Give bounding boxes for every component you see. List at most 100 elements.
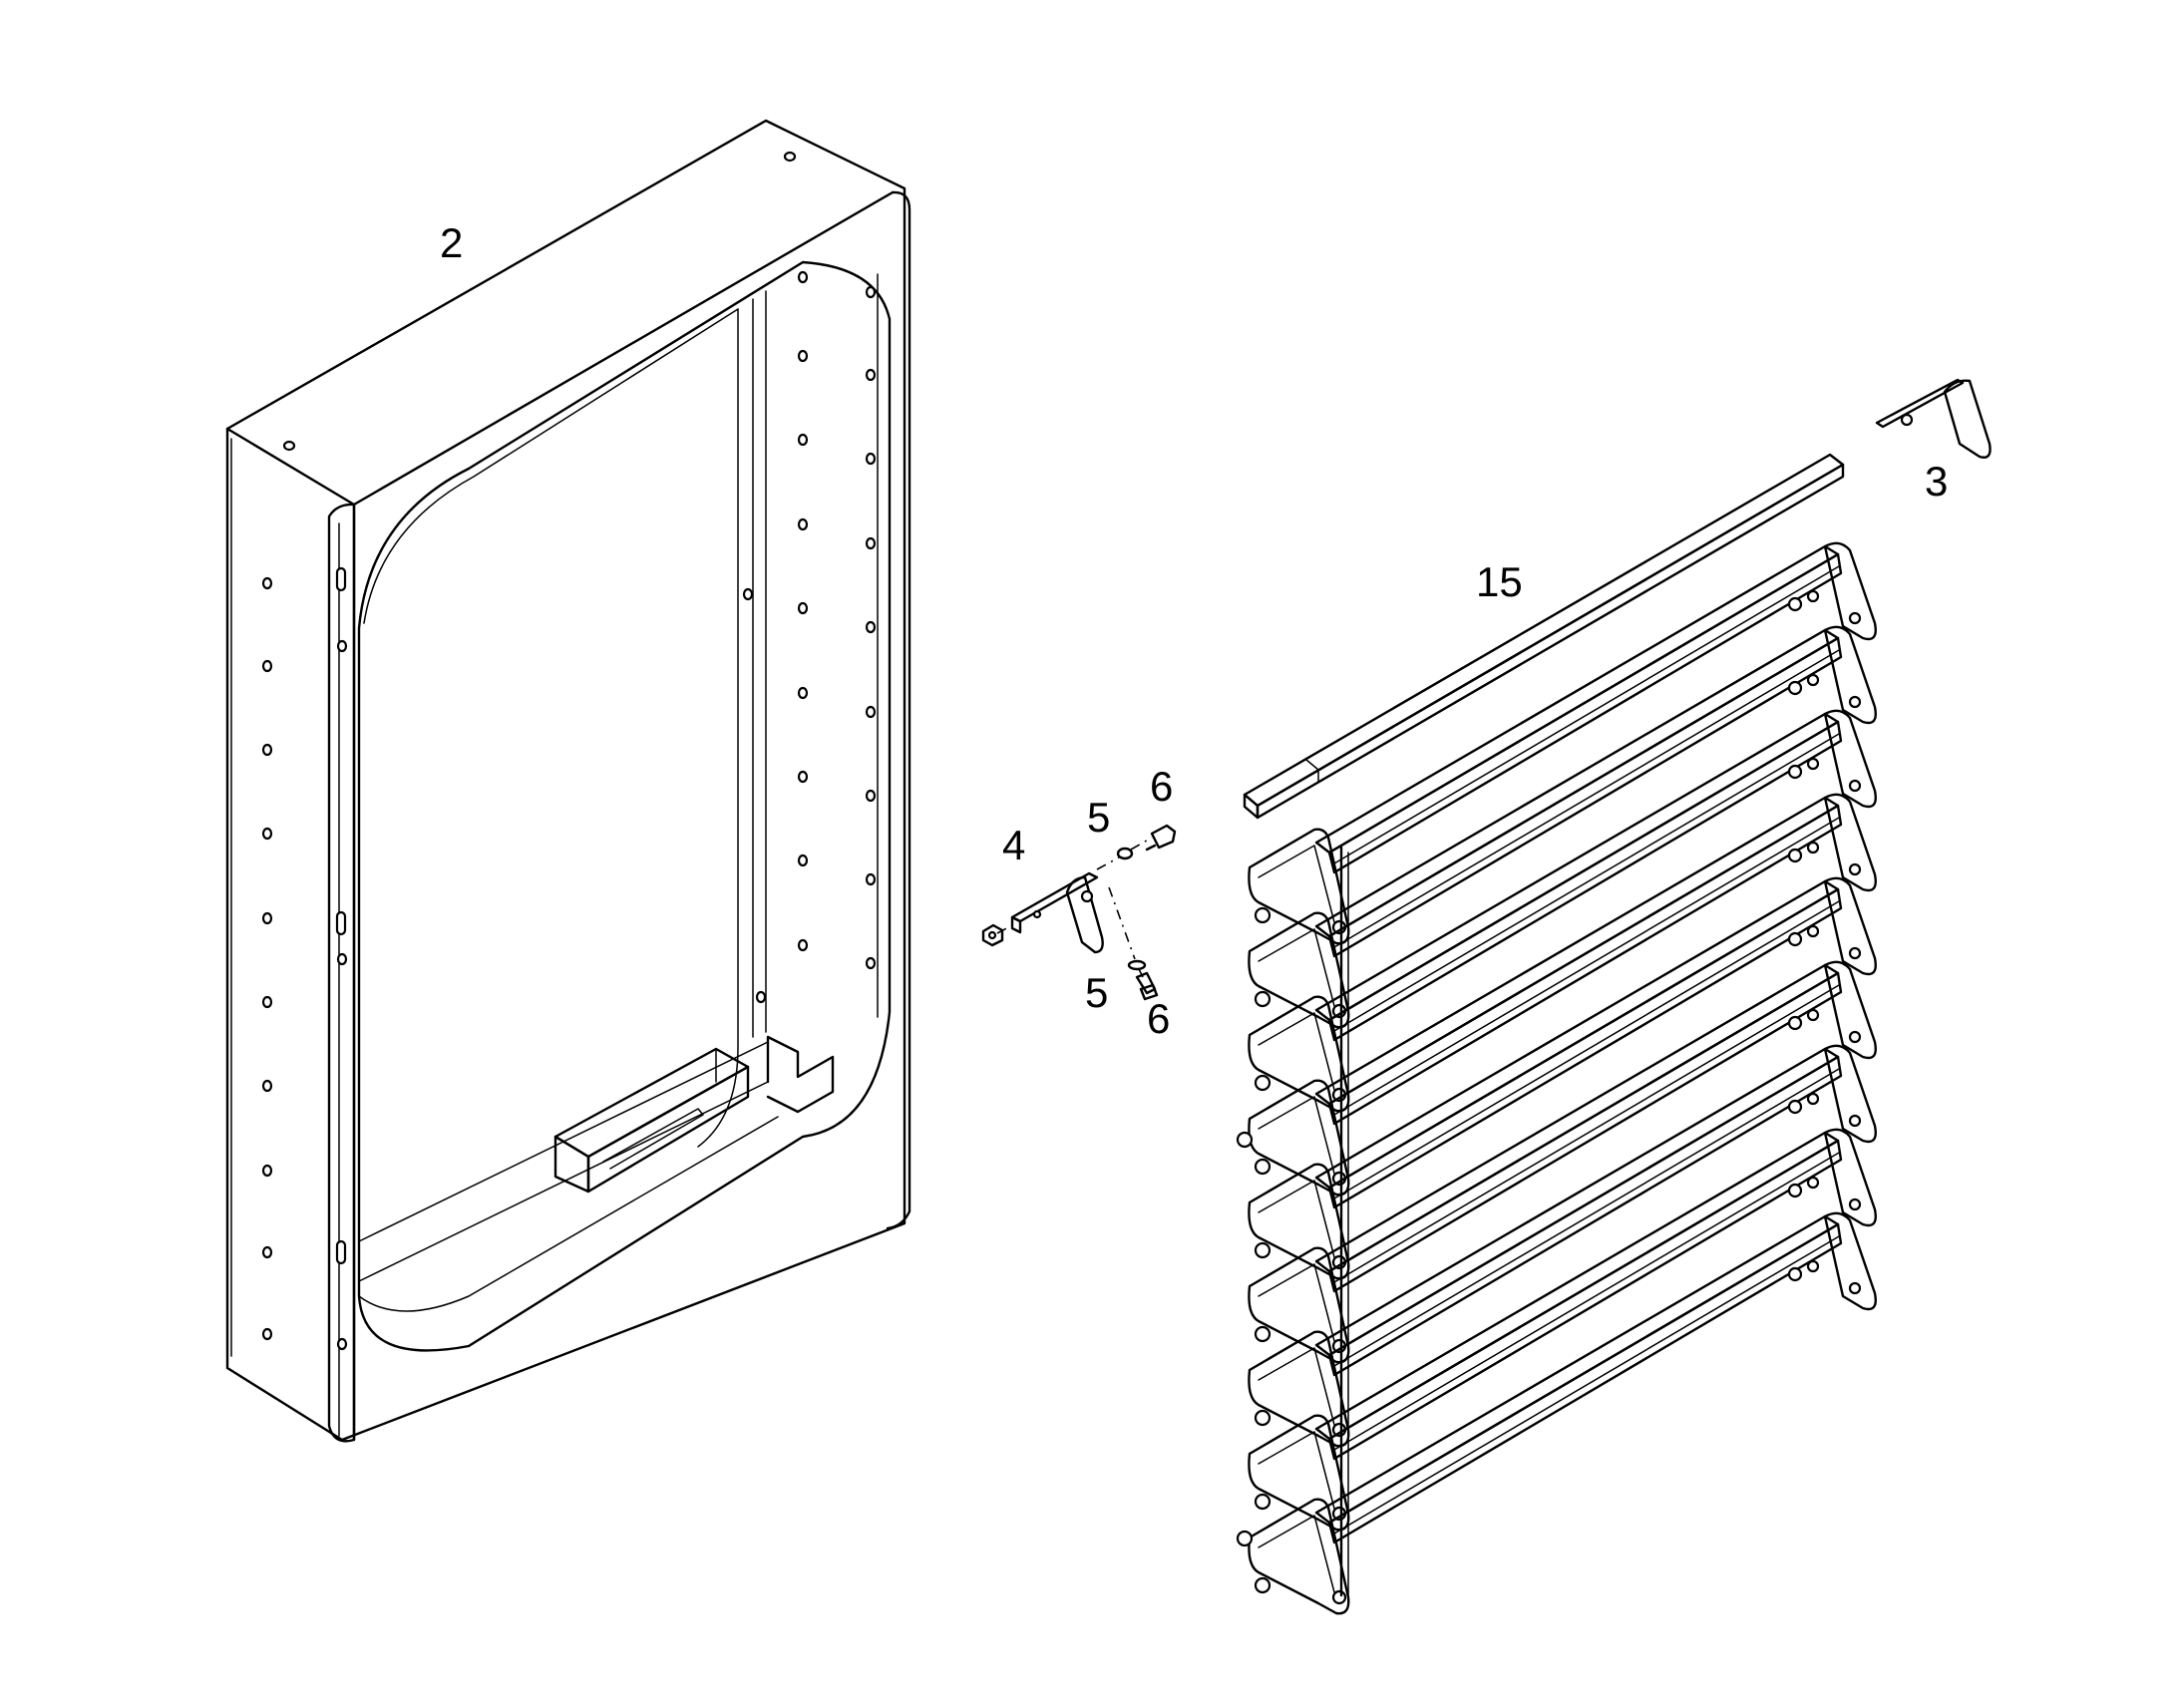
blade-top-face: [1314, 1047, 1840, 1357]
blade-edge: [1333, 565, 1840, 864]
linkage-stud: [1787, 1183, 1803, 1198]
blade-cap-inner: [1258, 1515, 1335, 1593]
callout-5-lower: 5: [1085, 969, 1108, 1016]
blade-front-face: [1327, 552, 1843, 874]
right-pin: [1848, 1281, 1862, 1295]
screw-upper: [1130, 824, 1177, 852]
blade-right-cap: [1823, 1128, 1877, 1227]
side-holes: [261, 151, 797, 1351]
link-pin: [1331, 1589, 1347, 1605]
linkage-stud: [1806, 841, 1820, 854]
callout-6-upper: 6: [1150, 763, 1173, 810]
pivot-pin: [1254, 990, 1272, 1008]
linkage-stud: [1806, 924, 1820, 938]
blade-top-face: [1314, 1214, 1840, 1525]
pivot-pin: [1254, 1074, 1272, 1092]
right-pin: [1848, 862, 1862, 876]
blade-right-cap: [1823, 876, 1877, 976]
mount-bracket: [996, 871, 1104, 954]
right-pin: [1848, 779, 1862, 793]
linkage-stud: [1806, 1259, 1820, 1273]
blade-top-face: [1314, 544, 1840, 854]
linkage-stud: [1806, 673, 1820, 687]
pivot-pin: [1254, 1325, 1272, 1343]
linkage-stud: [1806, 589, 1820, 603]
blade-front-face: [1327, 636, 1843, 958]
linkage-stud: [1787, 764, 1803, 780]
washer-lower: [1108, 886, 1147, 971]
blade-front-face: [1327, 1139, 1843, 1461]
blade-front-face: [1327, 804, 1843, 1126]
louver-blade: [1248, 709, 1877, 1113]
blade-front-face: [1327, 887, 1843, 1209]
top-blade: [1243, 453, 1845, 820]
blade-right-cap: [1823, 709, 1877, 809]
blade-cap-inner: [1258, 1096, 1335, 1175]
blade-cap-inner: [1258, 845, 1335, 923]
blade-top-face: [1314, 963, 1840, 1273]
blade-cap-inner: [1258, 928, 1335, 1007]
blade-edge: [1333, 1235, 1840, 1535]
linkage-stud: [1787, 848, 1803, 863]
blade-top-face: [1314, 628, 1840, 938]
blade-cap-inner: [1258, 1263, 1335, 1342]
callout-5-upper: 5: [1087, 794, 1110, 841]
callout-3: 3: [1925, 458, 1948, 505]
pivot-pin: [1254, 1493, 1272, 1511]
louver-blade: [1248, 793, 1877, 1196]
blade-right-cap: [1823, 793, 1877, 892]
louver-blade: [1248, 1211, 1877, 1615]
blade-top-face: [1314, 1131, 1840, 1441]
outer-pivot-pin: [1236, 1131, 1254, 1149]
callout-2: 2: [440, 219, 463, 266]
linkage-stud: [1787, 1015, 1803, 1031]
screw-lower: [1135, 968, 1159, 1001]
right-pin: [1848, 1114, 1862, 1128]
blade-left-cap: [1248, 1498, 1350, 1615]
blade-front-face: [1327, 720, 1843, 1042]
blade-edge: [1333, 984, 1840, 1283]
louver-blade: [1248, 876, 1877, 1280]
blade-front-face: [1327, 1222, 1843, 1544]
blade-top-face: [1314, 879, 1840, 1190]
linkage-stud: [1787, 1266, 1803, 1282]
pivot-pin: [1254, 1576, 1272, 1594]
pivot-pin: [1254, 1158, 1272, 1176]
frame-housing: [225, 119, 911, 1443]
blade-edge: [1333, 649, 1840, 948]
blade-assembly: [1236, 453, 1877, 1615]
linkage-stud: [1806, 1092, 1820, 1106]
right-pin: [1848, 611, 1862, 625]
blade-cap-inner: [1258, 1180, 1335, 1258]
end-bracket: [1875, 378, 1992, 459]
washer-upper: [1096, 847, 1134, 870]
blade-cap-inner: [1258, 1012, 1335, 1091]
linkage-stud: [1806, 757, 1820, 771]
linkage-stud: [1787, 931, 1803, 947]
linkage-stud: [1787, 1099, 1803, 1115]
louver-blade: [1248, 1044, 1877, 1448]
pivot-pin: [1254, 1409, 1272, 1427]
right-pin: [1848, 1197, 1862, 1211]
louver-blade: [1248, 625, 1877, 1029]
blade-edge: [1333, 1068, 1840, 1367]
blade-edge: [1333, 1152, 1840, 1451]
pivot-pin: [1254, 1241, 1272, 1259]
blade-cap-inner: [1258, 1347, 1335, 1426]
linkage-stud: [1787, 596, 1803, 612]
blade-front-face: [1327, 1055, 1843, 1377]
pivot-pin: [1254, 906, 1272, 924]
right-pin: [1848, 1030, 1862, 1044]
blade-right-cap: [1823, 1044, 1877, 1144]
blade-stack: [1236, 541, 1877, 1615]
right-pin: [1848, 946, 1862, 960]
blade-edge: [1333, 733, 1840, 1032]
blade-edge: [1333, 817, 1840, 1116]
blade-edge: [1333, 900, 1840, 1199]
blade-right-cap: [1823, 960, 1877, 1060]
nut-left: [981, 923, 1004, 947]
linkage-stud: [1787, 680, 1803, 696]
linkage-stud: [1806, 1008, 1820, 1022]
blade-top-face: [1314, 796, 1840, 1106]
